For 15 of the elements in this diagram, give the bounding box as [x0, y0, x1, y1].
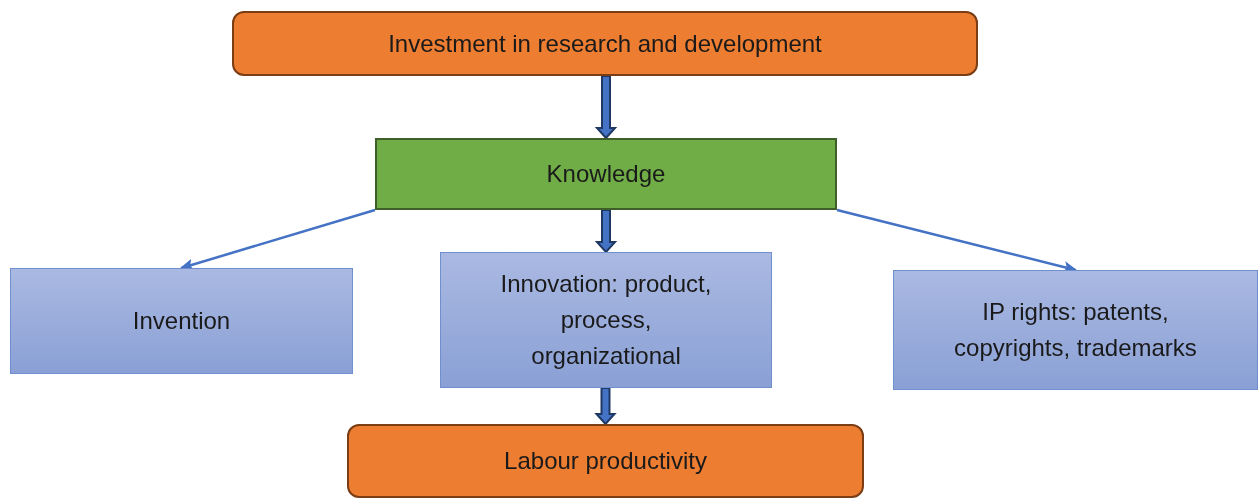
node-label: IP rights: patents, copyrights, trademarks — [953, 297, 1198, 363]
process-box — [893, 270, 1258, 390]
node-label: Labour productivity — [504, 446, 707, 476]
node-label: Knowledge — [546, 159, 666, 189]
node-label: Investment in research and development — [388, 28, 822, 59]
block-arrow — [594, 209, 618, 254]
node-label: Invention — [132, 306, 231, 336]
process-box — [347, 424, 864, 498]
process-box — [232, 11, 978, 76]
process-box — [10, 268, 353, 374]
block-arrow — [594, 75, 618, 140]
block-arrow — [594, 387, 617, 426]
node-label: Innovation: product, process, organizational — [499, 269, 713, 371]
process-box — [375, 138, 837, 210]
process-box — [440, 252, 772, 388]
